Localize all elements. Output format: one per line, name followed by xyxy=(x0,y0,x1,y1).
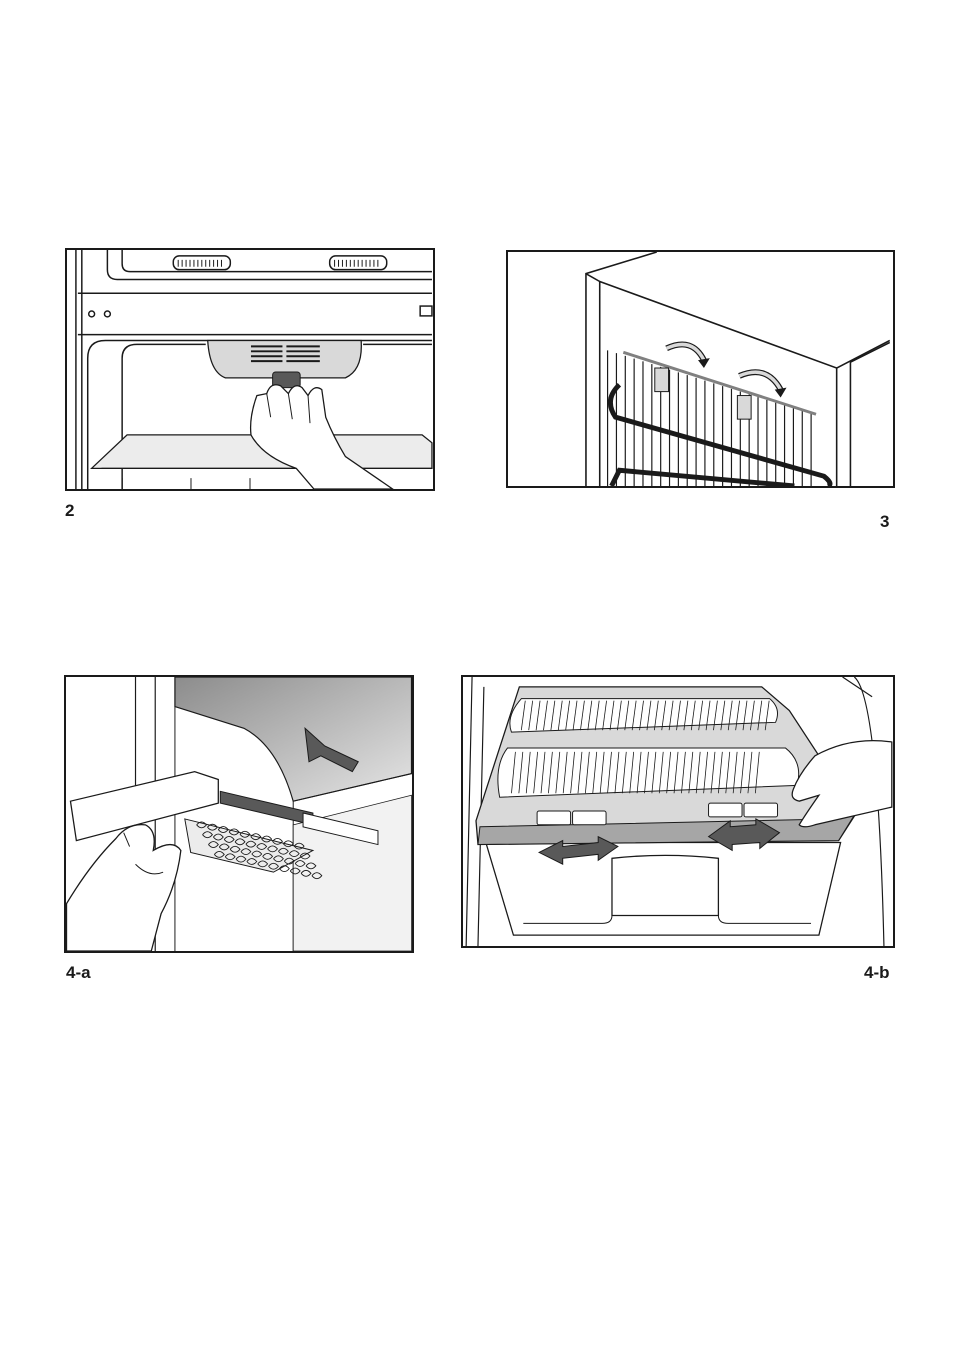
figure-4a-filter-insertion xyxy=(64,675,414,953)
figure-2-caption: 2 xyxy=(65,502,74,519)
figure-4a-caption: 4-a xyxy=(66,964,91,981)
figure-4b-caption: 4-b xyxy=(864,964,890,981)
figure-4b-crisper-vent-adjust xyxy=(461,675,895,948)
figure-4a-illustration xyxy=(66,677,412,951)
figure-3-rear-condenser-spacers xyxy=(506,250,895,488)
figure-3-caption: 3 xyxy=(880,513,889,530)
figure-3-illustration xyxy=(508,252,893,486)
figure-2-fridge-thermostat-knob xyxy=(65,248,435,491)
figure-2-illustration xyxy=(67,250,433,489)
figure-4b-illustration xyxy=(463,677,893,946)
